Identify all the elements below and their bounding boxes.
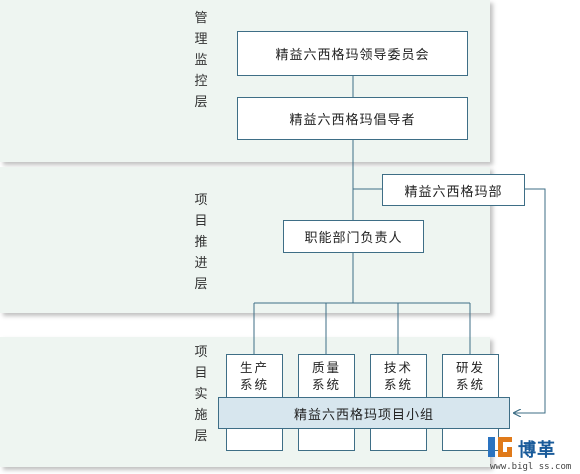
layer-label-management: 管理监控层 [194, 11, 208, 110]
logo-mark-icon [488, 437, 512, 457]
dept-box: 精益六西格玛部 [382, 174, 525, 206]
logo-url: www.bigl ss.com [490, 462, 572, 472]
project-team-box: 精益六西格玛项目小组 [218, 397, 510, 429]
committee-box: 精益六西格玛领导委员会 [237, 31, 468, 76]
layer-label-implementation: 项目实施层 [194, 345, 208, 444]
layer-label-promotion: 项目推进层 [194, 193, 208, 292]
site-logo: 博革 www.bigl ss.com [486, 434, 576, 472]
functional-head-box: 职能部门负责人 [283, 220, 424, 253]
logo-name: 博革 [518, 440, 556, 461]
champion-box: 精益六西格玛倡导者 [237, 97, 468, 140]
